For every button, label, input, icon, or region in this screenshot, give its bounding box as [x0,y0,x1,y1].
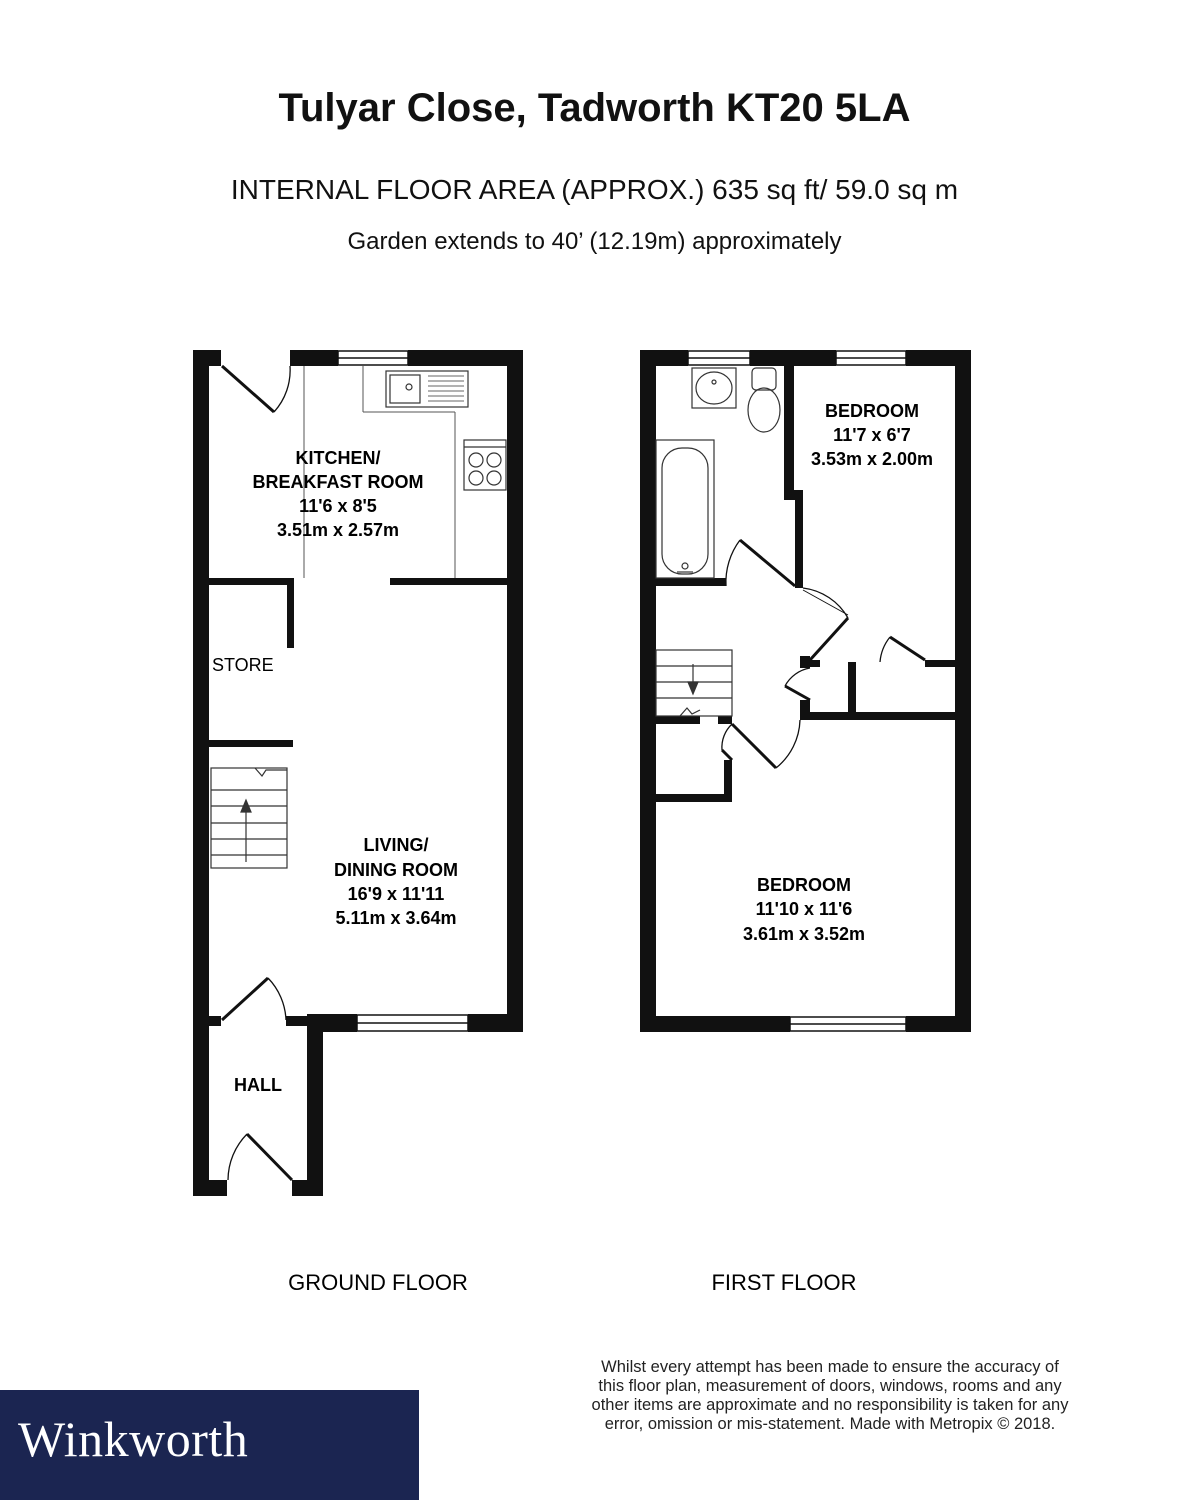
ground-floor-doors [220,364,294,1182]
bath-icon [655,439,715,579]
stairs-icon [210,767,288,869]
bedroom-large-label: BEDROOM [757,875,851,895]
disclaimer-line: this floor plan, measurement of doors, w… [598,1377,1062,1395]
bedroom-small-label: BEDROOM [825,401,919,421]
first-floor-doors [720,538,926,770]
ground-floor-windows [337,350,469,1032]
toilet-icon [747,367,781,433]
sink-icon [385,370,469,408]
store-label: STORE [212,655,274,675]
kitchen-label: KITCHEN/ [296,448,381,468]
kitchen-fittings [303,366,456,578]
first-floor-stairs-icon [655,649,733,717]
first-floor-windows [687,350,907,1032]
living-label: LIVING/ [363,835,428,855]
living-label-2: DINING ROOM [334,860,458,880]
washbasin-icon [691,367,737,409]
living-dims-imperial: 16'9 x 11'11 [348,884,445,904]
kitchen-label-2: BREAKFAST ROOM [253,472,424,492]
kitchen-dims-imperial: 11'6 x 8'5 [299,496,377,516]
bedroom-large-dims-metric: 3.61m x 3.52m [743,924,865,944]
kitchen-dims-metric: 3.51m x 2.57m [277,520,399,540]
ground-floor-plan: KITCHEN/ BREAKFAST ROOM 11'6 x 8'5 3.51m… [193,350,523,1295]
garden-text: Garden extends to 40’ (12.19m) approxima… [347,228,842,255]
living-dims-metric: 5.11m x 3.64m [335,908,456,928]
hall-label: HALL [234,1075,282,1095]
ground-floor-walls [193,350,523,1196]
brand-banner: Winkworth [0,1390,419,1500]
ground-floor-label: GROUND FLOOR [288,1270,468,1295]
floor-area-text: INTERNAL FLOOR AREA (APPROX.) 635 sq ft/… [230,174,959,205]
first-floor-plan: BEDROOM 11'7 x 6'7 3.53m x 2.00m BEDROOM… [640,350,971,1295]
first-floor-walls [640,350,971,1032]
first-floor-label: FIRST FLOOR [711,1270,856,1295]
disclaimer-line: error, omission or mis-statement. Made w… [604,1415,1056,1433]
bedroom-large-dims-imperial: 11'10 x 11'6 [756,899,853,919]
disclaimer-text: Whilst every attempt has been made to en… [530,1358,1130,1434]
bedroom-small-dims-imperial: 11'7 x 6'7 [833,425,911,445]
disclaimer-line: Whilst every attempt has been made to en… [601,1358,1059,1376]
property-title: Tulyar Close, Tadworth KT20 5LA [278,86,911,130]
disclaimer-line: other items are approximate and no respo… [591,1396,1069,1414]
hob-icon [463,439,507,491]
bedroom-small-dims-metric: 3.53m x 2.00m [811,449,933,469]
brand-logo: Winkworth [18,1411,249,1467]
